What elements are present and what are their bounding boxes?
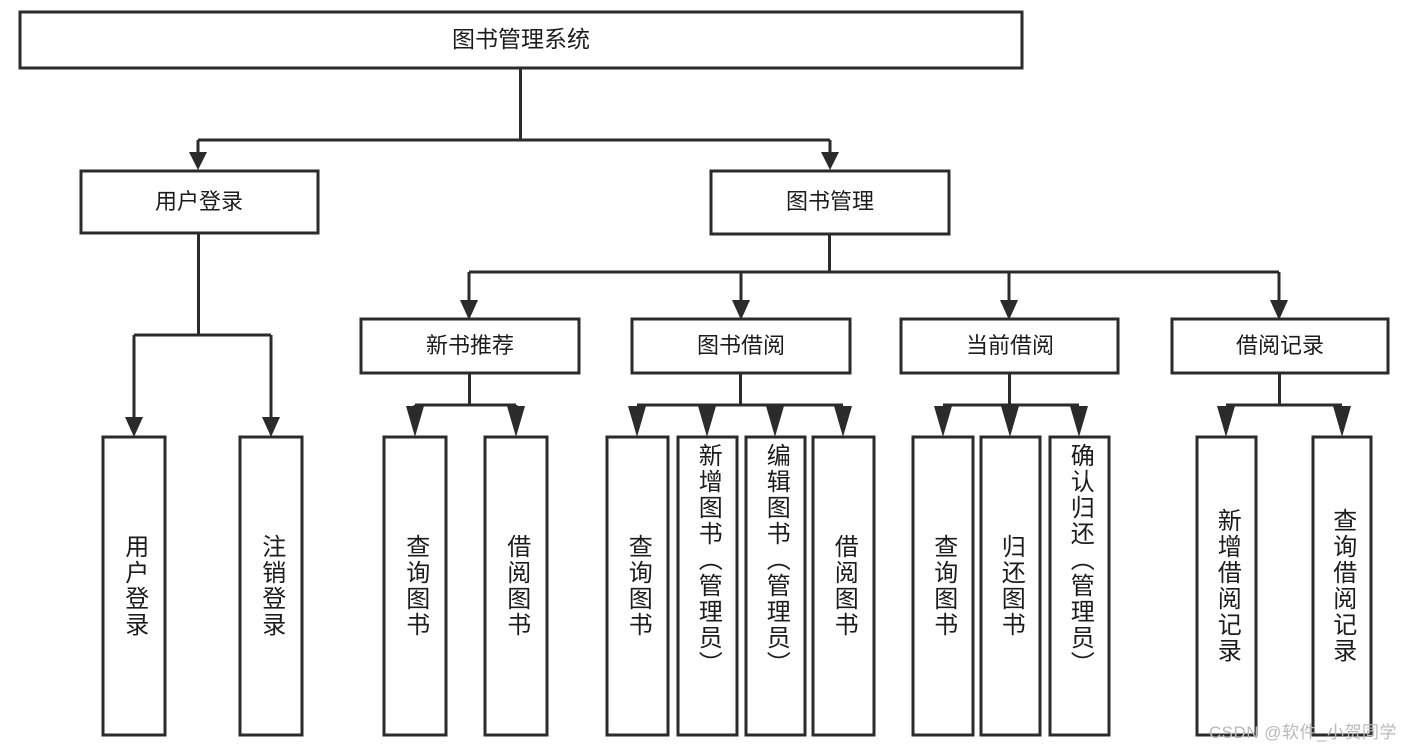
connector-group-bookborrow <box>628 373 852 437</box>
arrow-head-leaf-newbook-0 <box>406 406 424 437</box>
node-user-login-rect[interactable] <box>79 169 320 235</box>
arrow-head-level2-0 <box>460 300 478 320</box>
node-leaf-borrowrecord-0-rect[interactable] <box>1195 435 1258 737</box>
connector-group-newbook <box>406 373 525 437</box>
node-leaf-bookborrow-2-rect[interactable] <box>744 435 807 737</box>
arrow-head-userlogin <box>189 152 207 170</box>
arrow-head-leaf-bookborrow-0 <box>628 406 646 437</box>
node-user-login[interactable]: 用户登录 <box>79 169 320 235</box>
node-root-system-rect[interactable] <box>18 10 1024 70</box>
node-borrow-record-rect[interactable] <box>1170 317 1390 375</box>
node-borrow-record-label: 借阅记录 <box>1236 333 1324 358</box>
arrow-head-leaf-user-login-1 <box>262 417 280 437</box>
node-leaf-user-login-1-rect[interactable] <box>238 435 304 737</box>
node-user-login-label: 用户登录 <box>155 189 243 214</box>
node-leaf-bookborrow-0-rect[interactable] <box>605 435 670 737</box>
node-book-management-rect[interactable] <box>709 169 951 236</box>
arrow-head-leaf-currentborrow-0 <box>934 406 952 437</box>
node-new-book-recommend[interactable]: 新书推荐 <box>359 317 581 375</box>
node-new-book-recommend-rect[interactable] <box>359 317 581 375</box>
connector-group-borrowrecord <box>1217 373 1351 437</box>
arrow-head-bookmgmt <box>821 152 839 170</box>
node-new-book-recommend-label: 新书推荐 <box>426 333 514 358</box>
arrow-head-level2-2 <box>1000 300 1018 320</box>
node-book-borrow[interactable]: 图书借阅 <box>630 317 852 375</box>
arrow-head-level2-1 <box>732 300 750 320</box>
arrow-head-leaf-borrowrecord-1 <box>1333 406 1351 437</box>
node-current-borrow-label: 当前借阅 <box>966 333 1054 358</box>
connector-group-currentborrow <box>934 373 1088 437</box>
node-book-borrow-label: 图书借阅 <box>697 333 785 358</box>
node-book-management[interactable]: 图书管理 <box>709 169 951 236</box>
connector-group-root <box>189 68 839 170</box>
node-current-borrow-rect[interactable] <box>899 317 1120 375</box>
arrow-head-leaf-bookborrow-1 <box>698 406 716 437</box>
node-borrow-record[interactable]: 借阅记录 <box>1170 317 1390 375</box>
arrow-head-leaf-borrowrecord-0 <box>1217 406 1235 437</box>
node-book-borrow-rect[interactable] <box>630 317 852 375</box>
connector-group-userlogin <box>125 233 280 437</box>
arrow-head-leaf-user-login-0 <box>125 417 143 437</box>
arrow-head-leaf-newbook-1 <box>507 406 525 437</box>
connector-group-bookmgmt <box>460 234 1288 320</box>
node-root-system-label: 图书管理系统 <box>452 26 590 52</box>
node-leaf-newbook-0-rect[interactable] <box>382 435 448 737</box>
node-book-management-label: 图书管理 <box>786 189 874 214</box>
node-leaf-currentborrow-2-rect[interactable] <box>1048 435 1111 737</box>
node-leaf-bookborrow-1-rect[interactable] <box>676 435 739 737</box>
node-leaf-borrowrecord-1-rect[interactable] <box>1311 435 1373 737</box>
arrow-head-leaf-bookborrow-2 <box>766 406 784 437</box>
node-leaf-currentborrow-1-rect[interactable] <box>979 435 1042 737</box>
arrow-head-leaf-currentborrow-1 <box>1001 406 1019 437</box>
node-leaf-bookborrow-3-rect[interactable] <box>811 435 876 737</box>
node-leaf-user-login-0-rect[interactable] <box>101 435 167 737</box>
arrow-head-leaf-bookborrow-3 <box>834 406 852 437</box>
csdn-watermark: CSDN @软件_小贺同学 <box>1208 723 1397 742</box>
node-current-borrow[interactable]: 当前借阅 <box>899 317 1120 375</box>
arrow-head-leaf-currentborrow-2 <box>1070 406 1088 437</box>
node-leaf-newbook-1-rect[interactable] <box>483 435 549 737</box>
arrow-head-level2-3 <box>1270 300 1288 320</box>
node-root-system[interactable]: 图书管理系统 <box>18 10 1024 70</box>
node-leaf-currentborrow-0-rect[interactable] <box>911 435 975 737</box>
